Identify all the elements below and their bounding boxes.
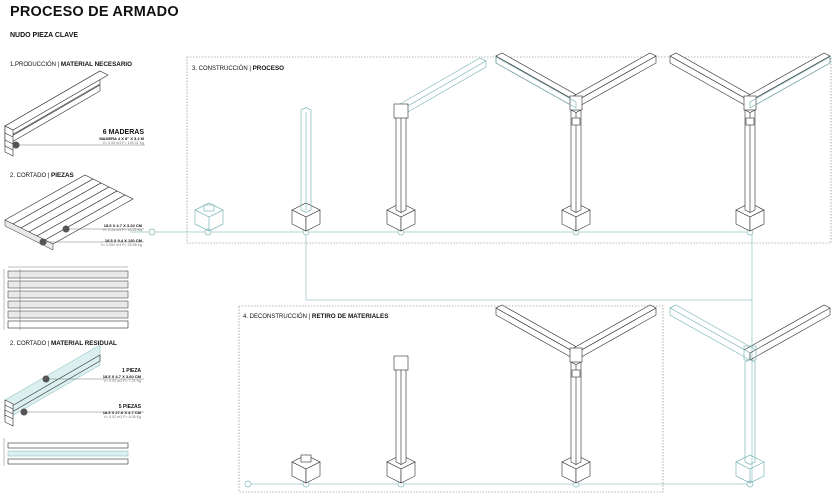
maderas-label: 6 MADERAS MADERA 4 X 8" X 3.2 M V= 0.05 … bbox=[99, 129, 144, 145]
page-subtitle: NUDO PIEZA CLAVE bbox=[10, 32, 79, 39]
construccion-step-2 bbox=[291, 107, 321, 232]
cut-elevation-drawing bbox=[3, 266, 129, 330]
pieza-a-label: 18.5 X 4.7 X 3.20 CM V= 0.24 m3 P= 13.21… bbox=[102, 223, 142, 232]
section-cortado-residual: 2. CORTADO | MATERIAL RESIDUAL bbox=[10, 340, 117, 347]
construccion-frame bbox=[186, 56, 832, 244]
deconstruccion-frame bbox=[238, 305, 664, 493]
deconstruccion-step-2 bbox=[386, 355, 416, 484]
construccion-step-1 bbox=[194, 202, 224, 232]
deconstruccion-step-1 bbox=[291, 454, 321, 484]
section-produccion: 1.PRODUCCIÓN | MATERIAL NECESARIO bbox=[10, 61, 133, 68]
deconstruccion-step-4 bbox=[669, 304, 831, 484]
section-construccion: 3. CONSTRUCCIÓN | PROCESO bbox=[192, 65, 285, 72]
page-title: PROCESO DE ARMADO bbox=[10, 4, 179, 20]
section-cortado-piezas: 2. CORTADO | PIEZAS bbox=[10, 172, 74, 179]
construccion-step-5 bbox=[670, 53, 831, 232]
stacked-lumber-icon bbox=[4, 70, 145, 157]
residual-elevation-drawing bbox=[3, 438, 129, 466]
section-deconstruccion: 4. DECONSTRUCCIÓN | RETIRO DE MATERIALES bbox=[243, 313, 389, 320]
pieza-b-label: 18.5 X 9.4 X 120 CM V= 0.052 m3 P= 25.98… bbox=[100, 238, 142, 247]
construccion-step-3 bbox=[386, 57, 487, 232]
residual-material-icon bbox=[4, 344, 144, 427]
flow-nodes bbox=[148, 228, 754, 488]
cut-pieces-icon bbox=[4, 174, 144, 251]
deconstruccion-step-3 bbox=[496, 305, 656, 484]
residual-1-label: 1 PIEZA 18.5 X 4.7 X 3.60 CM V= 0.02 m3 … bbox=[102, 368, 141, 383]
construccion-step-4 bbox=[495, 53, 656, 232]
residual-5-label: 5 PIEZAS 18.5 X 27.6 X 4.7 CM V= 0.02 m3… bbox=[102, 404, 141, 419]
